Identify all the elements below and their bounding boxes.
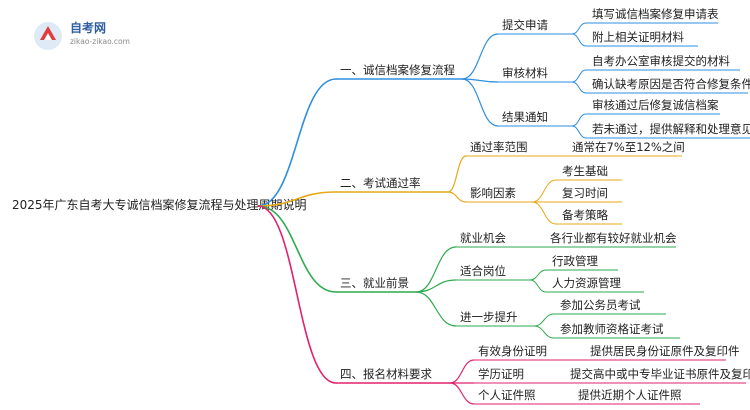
topic-node[interactable]: 通过率范围 — [470, 140, 528, 154]
leaf-node[interactable]: 提供近期个人证件照 — [578, 388, 682, 402]
leaf-node[interactable]: 备考策略 — [562, 208, 608, 222]
branch-connector — [257, 78, 337, 207]
leaf-connector — [571, 69, 587, 83]
topic-node[interactable]: 结果通知 — [502, 110, 548, 124]
branch-node[interactable]: 二、考试通过率 — [340, 176, 421, 190]
topic-node[interactable]: 审核材料 — [502, 66, 548, 80]
leaf-node[interactable]: 参加公务员考试 — [560, 298, 641, 312]
topic-node[interactable]: 提交申请 — [502, 18, 548, 32]
leaf-node[interactable]: 填写诚信档案修复申请表 — [592, 7, 719, 21]
leaf-node[interactable]: 人力资源管理 — [552, 276, 621, 290]
leaf-node[interactable]: 参加教师资格证考试 — [560, 322, 664, 336]
leaf-connector — [529, 279, 547, 293]
leaf-connector — [571, 33, 587, 47]
topic-connector — [415, 246, 457, 293]
root-topic[interactable]: 2025年广东自考大专诚信档案修复流程与处理周期说明 — [12, 197, 307, 212]
topic-connector — [461, 33, 499, 80]
leaf-node[interactable]: 附上相关证明材料 — [592, 30, 684, 44]
site-logo[interactable]: 自考网 zikao-zikao.com — [34, 20, 130, 50]
leaf-connector — [533, 325, 555, 339]
leaf-node[interactable]: 通常在7%至12%之间 — [572, 140, 685, 154]
logo-name: 自考网 — [70, 20, 106, 35]
logo-url: zikao-zikao.com — [70, 37, 130, 46]
topic-node[interactable]: 学历证明 — [478, 367, 524, 381]
leaf-connector — [571, 81, 587, 94]
leaf-connector — [531, 201, 557, 225]
branch-connector — [257, 205, 337, 384]
leaf-node[interactable]: 若未通过，提供解释和处理意见 — [592, 122, 750, 136]
leaf-node[interactable]: 审核通过后修复诚信档案 — [592, 98, 719, 112]
leaf-connector — [571, 125, 587, 139]
leaf-connector — [571, 113, 587, 127]
branch-connector — [257, 205, 337, 293]
leaf-node[interactable]: 提交高中或中专毕业证书原件及复印件 — [570, 367, 750, 381]
leaf-connector — [529, 269, 547, 281]
leaf-node[interactable]: 行政管理 — [552, 254, 598, 268]
leaf-node[interactable]: 各行业都有较好就业机会 — [550, 231, 677, 245]
topic-connector — [415, 291, 457, 327]
topic-connector — [447, 155, 467, 193]
leaf-node[interactable]: 考生基础 — [562, 164, 608, 178]
branch-node[interactable]: 四、报名材料要求 — [340, 367, 432, 381]
leaf-node[interactable]: 确认缺考原因是否符合修复条件 — [592, 77, 750, 91]
branch-connector — [257, 191, 337, 207]
logo-mark-inner-icon — [44, 33, 52, 40]
leaf-connector — [533, 313, 555, 327]
branch-node[interactable]: 三、就业前景 — [340, 276, 409, 290]
leaf-connector — [531, 179, 557, 203]
topic-connector — [415, 279, 457, 293]
topic-node[interactable]: 影响因素 — [470, 186, 516, 200]
leaf-connector — [571, 22, 587, 35]
leaf-node[interactable]: 复习时间 — [562, 186, 608, 200]
topic-connector — [461, 78, 499, 83]
topic-node[interactable]: 就业机会 — [460, 231, 506, 245]
branch-node[interactable]: 一、诚信档案修复流程 — [340, 63, 455, 77]
leaf-node[interactable]: 自考办公室审核提交的材料 — [592, 54, 730, 68]
topic-connector — [447, 191, 467, 203]
topic-connector — [461, 78, 499, 127]
topic-node[interactable]: 进一步提升 — [460, 310, 518, 324]
topic-node[interactable]: 个人证件照 — [478, 388, 536, 402]
topic-connector — [449, 359, 475, 384]
topic-node[interactable]: 适合岗位 — [460, 264, 506, 278]
mindmap-connectors — [257, 22, 750, 405]
topic-connector — [449, 382, 475, 405]
leaf-node[interactable]: 提供居民身份证原件及复印件 — [590, 344, 740, 358]
topic-node[interactable]: 有效身份证明 — [478, 344, 547, 358]
